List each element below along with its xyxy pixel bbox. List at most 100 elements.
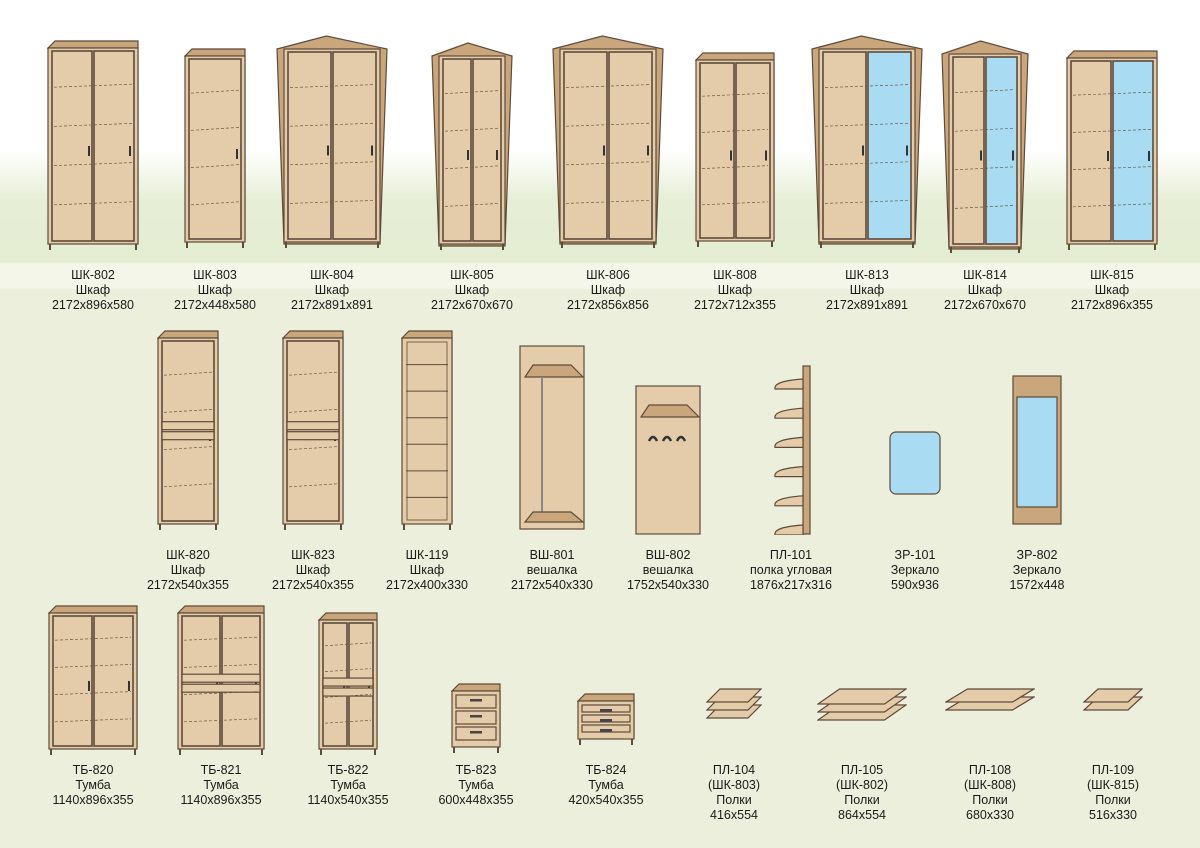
door xyxy=(188,58,242,240)
shelf-outline xyxy=(444,90,500,94)
mirror-tall-icon xyxy=(1012,375,1062,525)
shelf-boards-icon xyxy=(817,688,907,721)
door xyxy=(51,50,93,242)
drawer-handle xyxy=(470,699,482,702)
wardrobe-1door-icon xyxy=(184,48,246,248)
corner-wardrobe-icon xyxy=(431,42,513,250)
product-size: 2172x856x856 xyxy=(566,298,650,312)
drawer xyxy=(161,431,215,441)
wardrobe-2door-icon xyxy=(695,52,775,247)
product-size: 2172x670x670 xyxy=(943,298,1027,312)
product-size: 416x554 xyxy=(710,808,758,822)
shelf xyxy=(774,495,804,507)
door xyxy=(287,51,332,240)
product-sub: (ШК-802) xyxy=(835,778,889,792)
drawer xyxy=(286,431,340,441)
wardrobe-2door-icon xyxy=(47,40,139,250)
door xyxy=(93,50,135,242)
shelf-boards-icon xyxy=(945,688,1035,711)
door-handle xyxy=(496,150,498,160)
shelf xyxy=(774,407,804,419)
product-sub: (ШК-808) xyxy=(963,778,1017,792)
product-name: Тумба xyxy=(458,778,494,792)
shelf-outline xyxy=(701,201,769,206)
drawer-chest-icon xyxy=(577,693,635,745)
shelf-outline xyxy=(824,161,910,166)
product-code: ШК-815 xyxy=(1090,268,1134,282)
product-name: вешалка xyxy=(526,563,578,577)
product-name: Шкаф xyxy=(967,283,1003,297)
drawer-handle xyxy=(470,715,482,718)
drawer xyxy=(286,421,340,431)
mirror-icon xyxy=(889,431,941,495)
shelf-outline xyxy=(53,201,133,206)
shelf xyxy=(774,436,804,448)
product-size: 1752x540x330 xyxy=(626,578,710,592)
drawer-handle xyxy=(600,729,612,732)
door-handle xyxy=(88,681,90,691)
product-size: 680x330 xyxy=(966,808,1014,822)
product-name: Полки xyxy=(844,793,880,807)
product-size: 590x936 xyxy=(891,578,939,592)
product-size: 1140x896x355 xyxy=(180,793,262,807)
cabinet-body xyxy=(695,59,775,242)
product-code: ТБ-821 xyxy=(200,763,242,777)
cabinet-body xyxy=(401,337,453,525)
shelf-outline xyxy=(163,371,213,376)
product-size: 864x554 xyxy=(838,808,886,822)
product-size: 2172x896x355 xyxy=(1070,298,1154,312)
door-handle xyxy=(467,150,469,160)
shelf-board xyxy=(706,688,762,703)
shelf-outline xyxy=(183,718,259,723)
product-code: ШК-804 xyxy=(310,268,354,282)
product-code: ШК-813 xyxy=(845,268,889,282)
shelf-outline xyxy=(565,200,651,204)
product-size: 2172x712x355 xyxy=(693,298,777,312)
product-name: Тумба xyxy=(588,778,624,792)
shelf-outline xyxy=(53,162,133,166)
product-name: Шкаф xyxy=(75,283,111,297)
door-handle xyxy=(906,145,908,156)
door-handle xyxy=(129,146,131,156)
product-name: Шкаф xyxy=(590,283,626,297)
door xyxy=(735,62,771,239)
shelf-board xyxy=(817,688,907,705)
shelf-outline xyxy=(163,446,213,450)
product-size: 2172x448x580 xyxy=(173,298,257,312)
cabinet-drawers-icon xyxy=(282,330,344,530)
corner-wardrobe-mirror-icon xyxy=(811,35,923,248)
product-code: ПЛ-101 xyxy=(769,548,813,562)
product-name: вешалка xyxy=(642,563,694,577)
shelf-outline xyxy=(824,200,910,204)
door-handle xyxy=(1012,150,1014,161)
drawer xyxy=(581,704,631,713)
product-name: Полки xyxy=(716,793,752,807)
drawer-chest-icon xyxy=(451,683,501,753)
product-name: Шкаф xyxy=(1094,283,1130,297)
product-code: ШК-808 xyxy=(713,268,757,282)
shelf-post xyxy=(802,365,811,535)
shelf-outline xyxy=(565,161,651,166)
product-size: 516x330 xyxy=(1089,808,1137,822)
shelf-outline xyxy=(288,483,338,488)
product-size: 2172x540x330 xyxy=(510,578,594,592)
door xyxy=(563,51,608,240)
shelf-outline xyxy=(444,203,500,207)
product-name: Полки xyxy=(1095,793,1131,807)
product-name: полка угловая xyxy=(749,563,833,577)
shelf-outline xyxy=(54,636,132,641)
shelf-outline xyxy=(444,165,500,170)
cabinet-body xyxy=(184,55,246,243)
shelf-outline xyxy=(163,483,213,488)
product-size: 2172x891x891 xyxy=(290,298,374,312)
product-code: ЗР-802 xyxy=(1016,548,1058,562)
